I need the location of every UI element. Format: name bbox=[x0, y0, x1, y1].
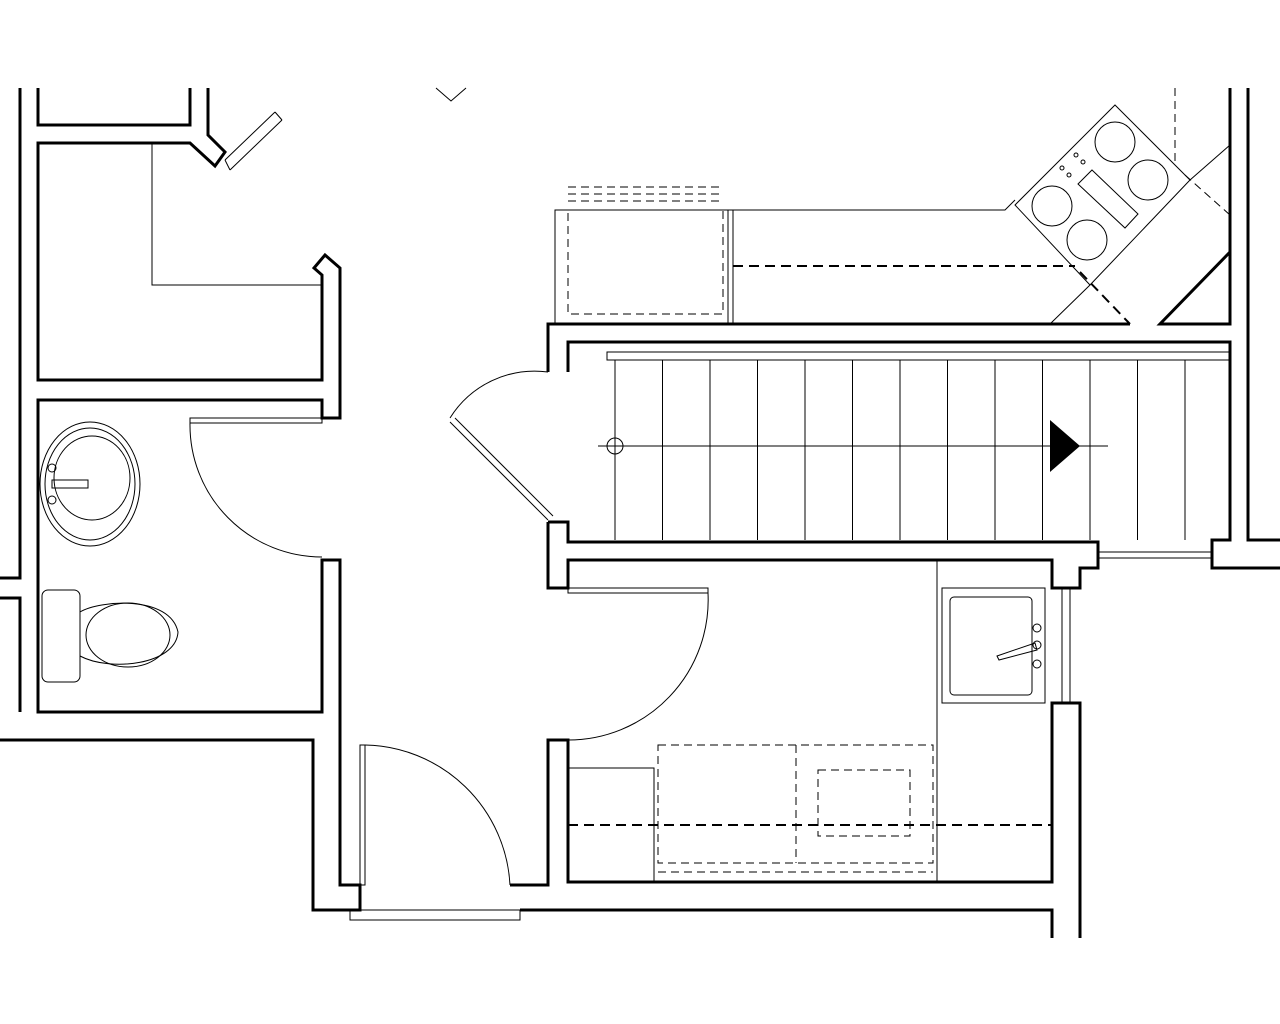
stair-direction-arrow-icon bbox=[1050, 420, 1080, 472]
cooktop-icon bbox=[1014, 104, 1191, 286]
sink-icon bbox=[941, 587, 1046, 704]
left-walls bbox=[0, 88, 362, 912]
staircase bbox=[598, 351, 1231, 540]
section-marker bbox=[435, 87, 467, 102]
washbasin-icon bbox=[39, 421, 141, 547]
appliances bbox=[567, 744, 1052, 883]
closet-shelf bbox=[151, 143, 322, 286]
stair-door[interactable] bbox=[449, 370, 554, 521]
window bbox=[224, 111, 283, 171]
bathroom-door[interactable] bbox=[189, 417, 323, 558]
toilet-icon bbox=[41, 589, 179, 683]
entry-door[interactable] bbox=[349, 744, 521, 921]
kitchen-counter bbox=[554, 88, 1231, 325]
right-walls bbox=[510, 88, 1280, 938]
utility-door[interactable] bbox=[567, 587, 709, 741]
